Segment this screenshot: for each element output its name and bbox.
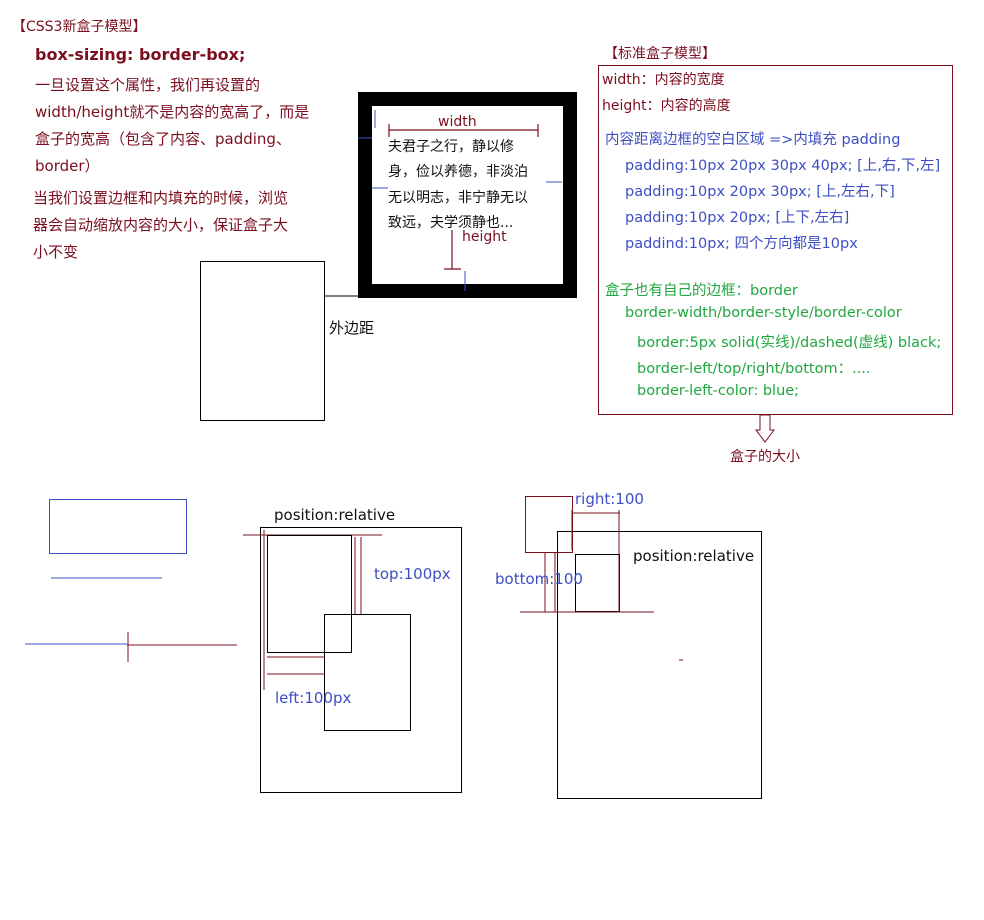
padding-example-1: padding:10px 20px 30px 40px; [上,右,下,左] (625, 158, 941, 174)
content-line-1: 夫君子之行，静以修 (388, 139, 514, 155)
padding-example-4: paddind:10px; 四个方向都是10px (625, 236, 858, 252)
content-line-3: 无以明志，非宁静无以 (388, 190, 528, 206)
blue-rect (49, 499, 187, 554)
padding-example-3: padding:10px 20px; [上下,左右] (625, 210, 850, 226)
right-offset-label: right:100 (575, 490, 644, 508)
note-line-7: 小不变 (33, 243, 79, 261)
content-line-4: 致远，夫学须静也... (388, 215, 514, 231)
bottom-offset-label: bottom:100 (495, 570, 583, 588)
note-line-2: width/height就不是内容的宽高了，而是 (35, 103, 310, 121)
width-definition: width：内容的宽度 (602, 72, 725, 88)
margin-label: 外边距 (329, 319, 375, 337)
moved-box-2 (525, 496, 573, 553)
note-line-5: 当我们设置边框和内填充的时候，浏览 (33, 189, 289, 207)
border-example-3: border-left/top/right/bottom：.... (637, 361, 871, 377)
width-label: width (438, 114, 477, 130)
border-example-4: border-left-color: blue; (637, 383, 800, 399)
moved-box-1 (324, 614, 411, 731)
box-sizing-property: box-sizing: border-box; (35, 45, 246, 64)
top-offset-label: top:100px (374, 565, 451, 583)
content-line-2: 身，俭以养德，非淡泊 (388, 164, 528, 180)
border-intro: 盒子也有自己的边框：border (605, 283, 798, 299)
border-box-frame (358, 92, 577, 298)
neighbor-box (200, 261, 325, 421)
height-label: height (462, 229, 507, 245)
note-line-1: 一旦设置这个属性，我们再设置的 (35, 76, 261, 94)
box-size-label: 盒子的大小 (730, 449, 800, 465)
standard-model-header: 【标准盒子模型】 (604, 46, 716, 62)
left-offset-label: left:100px (275, 689, 352, 707)
padding-example-2: padding:10px 20px 30px; [上,左右,下] (625, 184, 895, 200)
border-example-2: border:5px solid(实线)/dashed(虚线) black; (637, 335, 942, 351)
padding-intro: 内容距离边框的空白区域 =>内填充 padding (605, 132, 901, 148)
relative-container-2 (557, 531, 762, 799)
relative-container-1 (260, 527, 462, 793)
note-line-4: border） (35, 157, 100, 175)
height-definition: height：内容的高度 (602, 98, 731, 114)
css3-header: 【CSS3新盒子模型】 (12, 19, 147, 35)
standard-model-frame (598, 65, 953, 415)
note-line-3: 盒子的宽高（包含了内容、padding、 (35, 130, 291, 148)
position-relative-title-1: position:relative (274, 506, 396, 524)
border-example-1: border-width/border-style/border-color (625, 305, 902, 321)
down-arrow-icon (755, 414, 775, 443)
original-box-1 (267, 535, 352, 653)
position-relative-title-2: position:relative (633, 547, 755, 565)
note-line-6: 器会自动缩放内容的大小，保证盒子大 (33, 216, 289, 234)
